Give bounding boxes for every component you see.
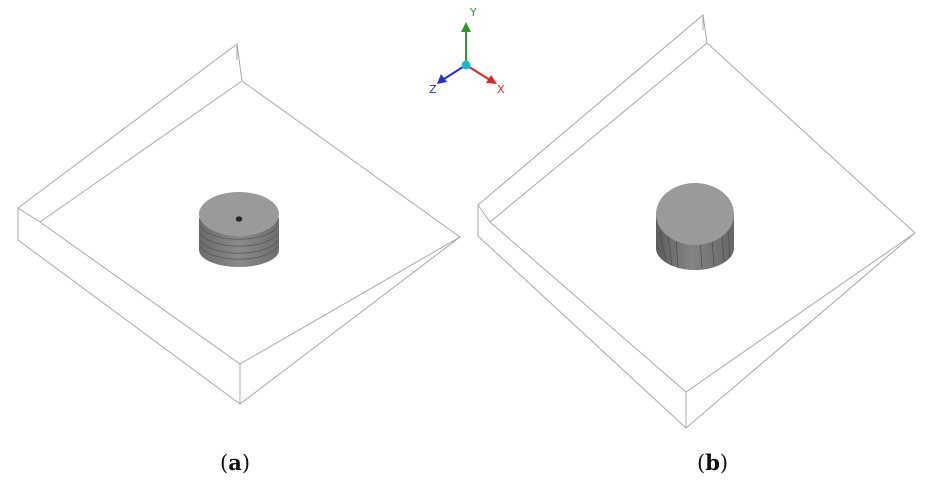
cylinder-a-top — [199, 192, 279, 236]
domain-box-a — [17, 43, 461, 405]
cylinder-b-texture — [659, 227, 731, 269]
axis-z-label: Z — [429, 83, 437, 96]
panel-b — [477, 14, 916, 429]
axis-y-label: Y — [469, 6, 477, 19]
cylinder-a — [199, 192, 279, 267]
cylinder-a-stripes — [199, 225, 279, 260]
box-b-edge-2 — [489, 42, 708, 223]
caption-a-close: ) — [241, 451, 251, 475]
axis-x-arrow-icon — [486, 75, 497, 84]
axis-x-line — [465, 64, 491, 81]
axis-y-arrow-icon — [461, 22, 471, 32]
box-b-edge-4 — [685, 232, 916, 393]
panel-a — [17, 43, 461, 405]
box-a-edge-2 — [39, 80, 243, 223]
caption-b-open: ( — [697, 451, 706, 475]
axis-triad: Y X Z — [429, 6, 505, 96]
caption-a-letter: a — [228, 450, 242, 475]
caption-b: (b) — [697, 452, 728, 474]
caption-a-open: ( — [220, 451, 229, 475]
box-b-edge-1 — [477, 204, 491, 223]
box-b-edge-3 — [489, 221, 687, 393]
box-a-edge-1 — [17, 207, 41, 223]
caption-b-letter: b — [705, 450, 720, 475]
domain-box-b — [477, 14, 916, 429]
cylinder-b-top — [656, 183, 734, 245]
axis-z-arrow-icon — [437, 74, 447, 84]
caption-b-close: ) — [719, 451, 729, 475]
cylinder-b — [656, 183, 734, 270]
caption-a: (a) — [220, 452, 250, 474]
box-a-edge-4 — [239, 236, 461, 365]
cylinder-a-hole — [235, 216, 243, 222]
box-a-edge-3 — [39, 221, 241, 365]
axis-x-label: X — [497, 83, 505, 96]
axis-origin-icon — [461, 60, 471, 70]
